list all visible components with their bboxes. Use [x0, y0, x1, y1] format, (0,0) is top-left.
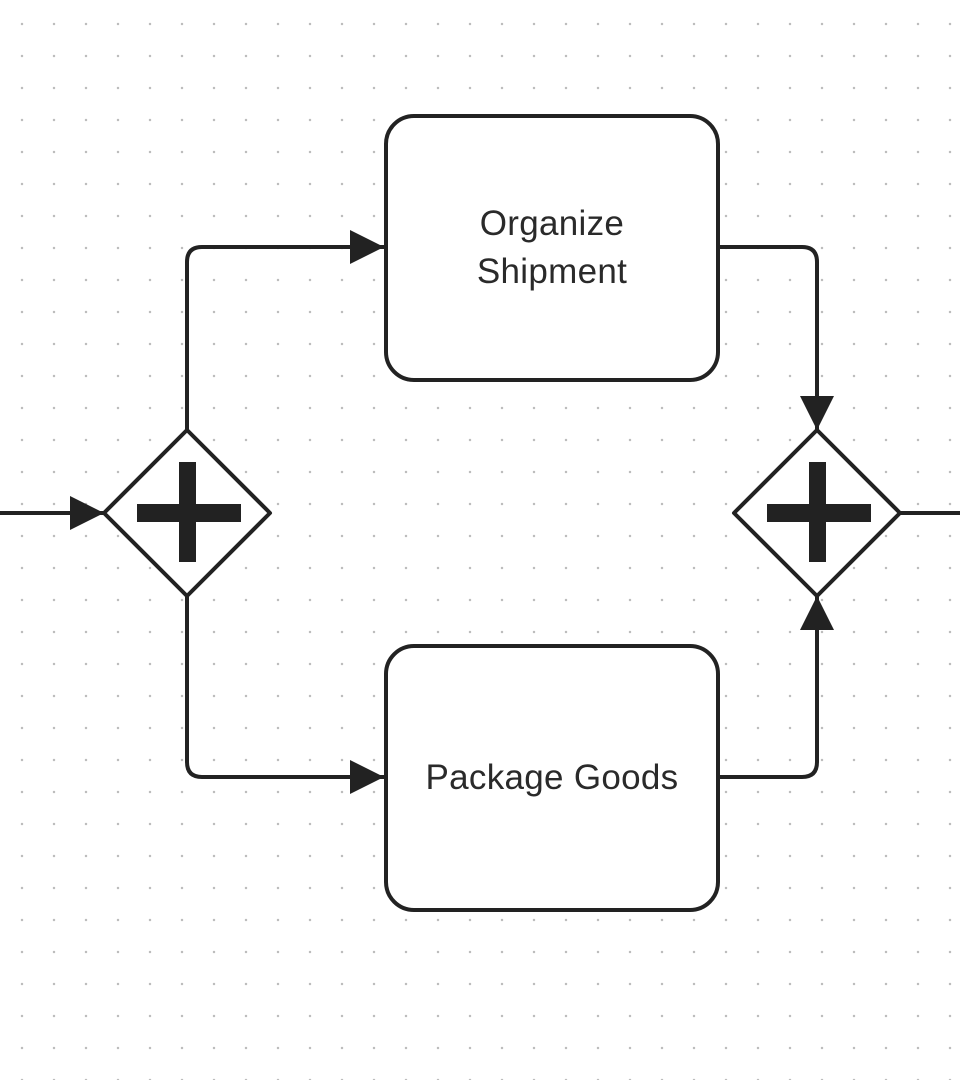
arrowhead-organize-shipment: [350, 230, 384, 264]
flow-split-to-package-goods[interactable]: [185, 594, 386, 779]
flow-organize-shipment-to-join[interactable]: [718, 245, 819, 432]
arrowhead-package-goods: [350, 760, 384, 794]
parallel-gateway-join[interactable]: [732, 428, 902, 598]
arrowhead-incoming: [70, 496, 104, 530]
task-organize-shipment[interactable]: Organize Shipment: [384, 114, 720, 382]
parallel-gateway-split[interactable]: [102, 428, 272, 598]
flow-package-goods-to-join[interactable]: [718, 594, 819, 779]
task-label: Organize Shipment: [476, 203, 628, 291]
flow-split-to-organize-shipment[interactable]: [185, 245, 386, 432]
task-label: Package Goods: [425, 757, 679, 797]
arrowhead-join-bottom: [800, 596, 834, 630]
task-package-goods[interactable]: Package Goods: [384, 644, 720, 912]
plus-icon: [767, 462, 871, 562]
plus-icon: [137, 462, 241, 562]
arrowhead-join-top: [800, 396, 834, 430]
